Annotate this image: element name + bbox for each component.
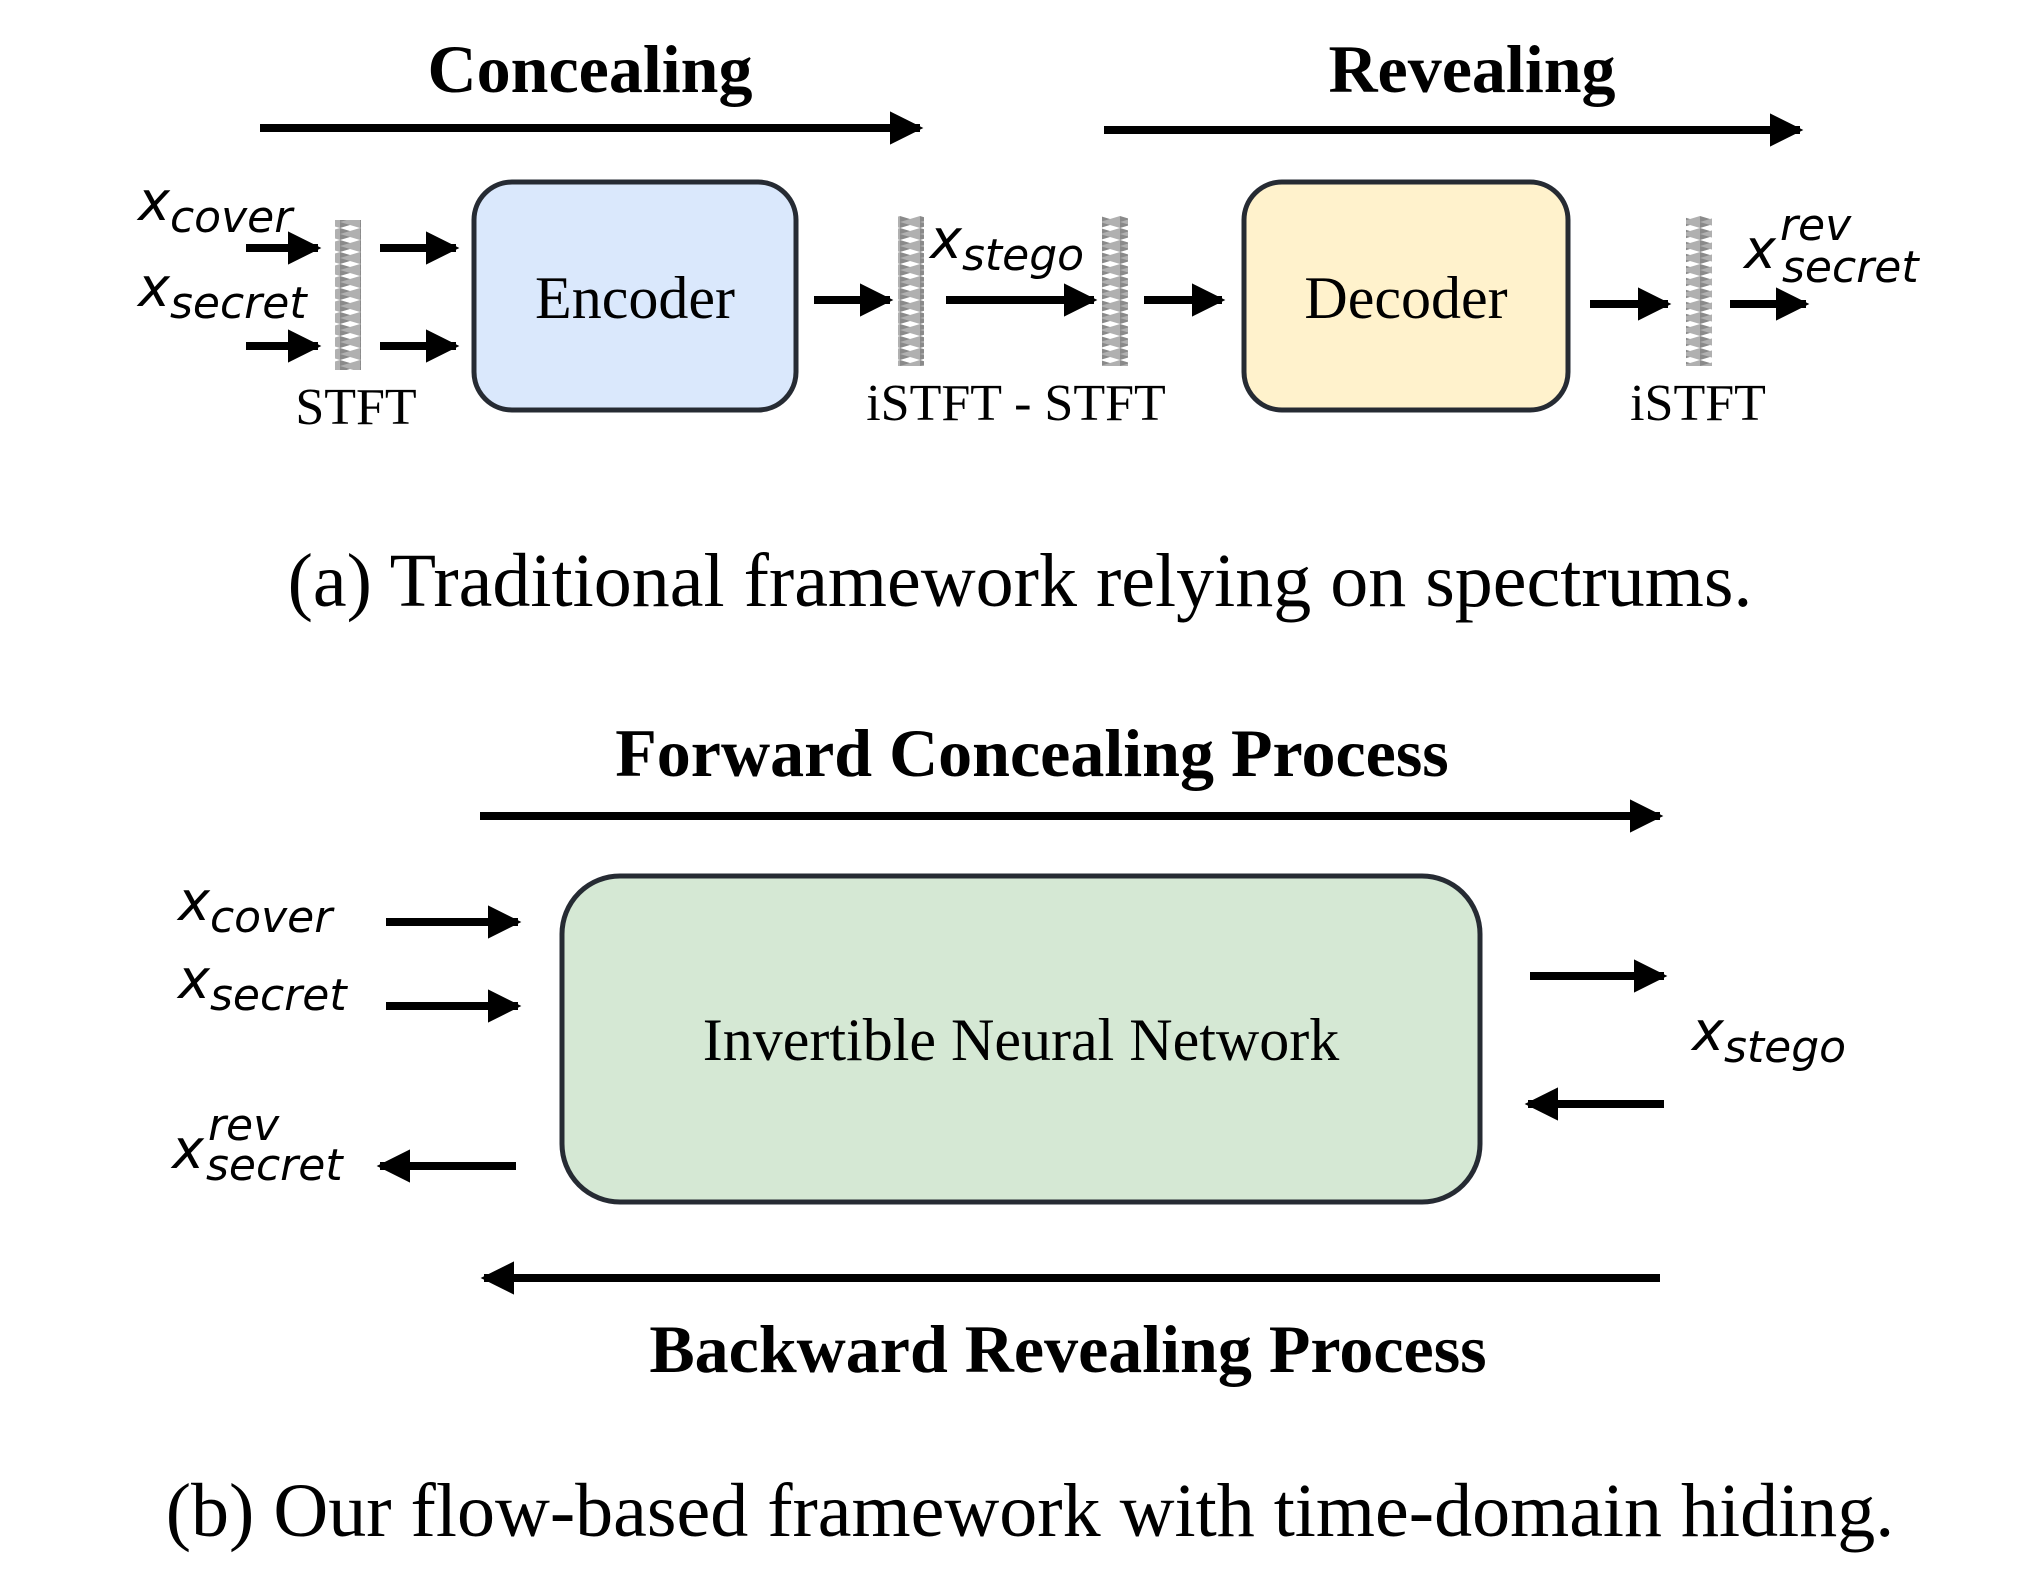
encoder-label: Encoder [535, 265, 735, 331]
x-cover-label-a: xcover [136, 170, 295, 243]
inn-label: Invertible Neural Network [703, 1007, 1339, 1073]
panel-a: Concealing Revealing xcover xsecret STFT… [136, 31, 1920, 623]
istft-transform-icon-3 [1686, 216, 1712, 366]
x-rev-secret-sub-b: secret [206, 1140, 344, 1191]
x-rev-secret-label-a: xrev [1742, 200, 1852, 281]
istft-transform-icon-1 [898, 216, 924, 366]
x-rev-secret-sub-a: secret [1782, 242, 1920, 293]
panel-b: Forward Concealing Process xcover xsecre… [166, 715, 1895, 1553]
backward-process-title: Backward Revealing Process [649, 1311, 1486, 1387]
x-stego-label-b: xstego [1690, 1000, 1846, 1073]
stft-label: STFT [295, 379, 416, 436]
x-cover-label-b: xcover [176, 870, 335, 943]
stft-transform-icon-2 [1102, 216, 1128, 366]
istft-label: iSTFT [1630, 375, 1766, 432]
x-secret-label-b: xsecret [176, 948, 348, 1021]
encoder-box [471, 179, 799, 413]
caption-b: (b) Our flow-based framework with time-d… [166, 1469, 1895, 1553]
istft-stft-label: iSTFT - STFT [866, 375, 1166, 432]
caption-a: (a) Traditional framework relying on spe… [288, 539, 1753, 623]
forward-process-title: Forward Concealing Process [615, 715, 1449, 791]
revealing-title: Revealing [1328, 31, 1615, 107]
inn-box [559, 873, 1483, 1205]
stft-transform-icon [335, 220, 361, 370]
x-stego-label-a: xstego [928, 208, 1084, 281]
concealing-title: Concealing [428, 31, 753, 107]
x-rev-secret-label-b: xrev [170, 1100, 280, 1181]
decoder-label: Decoder [1304, 265, 1507, 331]
x-secret-label-a: xsecret [136, 256, 308, 329]
decoder-box [1241, 179, 1571, 413]
